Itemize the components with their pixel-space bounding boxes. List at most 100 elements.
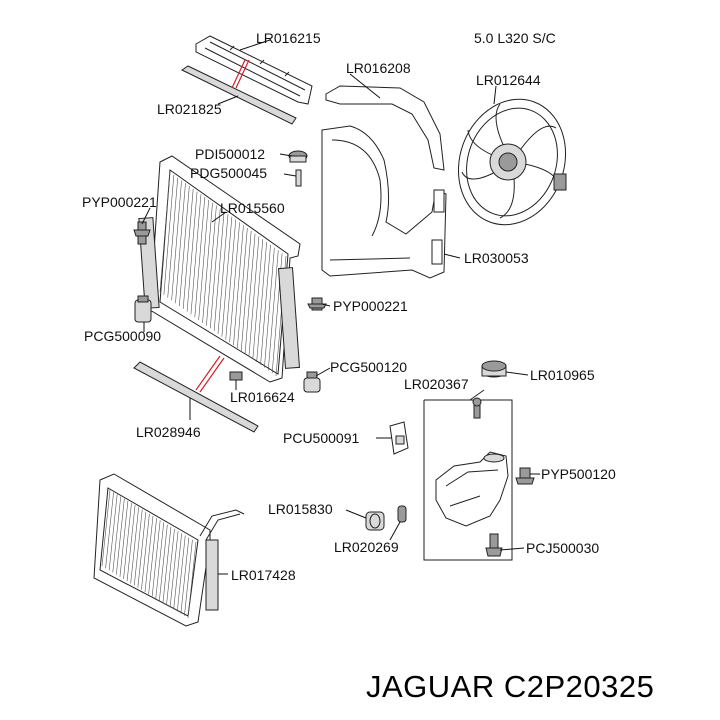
fin-line — [137, 511, 147, 588]
fin-line — [225, 219, 237, 340]
label-lr015560: LR015560 — [220, 200, 285, 216]
fin-line — [159, 524, 168, 601]
fin-line — [116, 498, 125, 575]
seal-strip-part — [180, 65, 297, 125]
tank-group-frame — [423, 389, 513, 561]
tank-bracket-part — [389, 421, 409, 455]
fin-line — [213, 211, 225, 332]
fin-line — [163, 174, 175, 295]
fin-line — [169, 531, 179, 608]
fin-line — [119, 500, 129, 577]
label-lr012644: LR012644 — [476, 72, 541, 88]
pin-top-part — [295, 169, 302, 187]
fin-line — [126, 505, 136, 582]
fin-line — [173, 533, 182, 610]
fin-line — [194, 197, 206, 318]
fin-line — [237, 227, 248, 349]
fin-line — [159, 171, 171, 293]
fin-line — [190, 194, 202, 315]
label-lr028946: LR028946 — [136, 424, 201, 440]
label-pcj500030: PCJ500030 — [526, 540, 599, 556]
fin-line — [133, 509, 143, 586]
condenser-part — [93, 473, 245, 627]
fin-line — [187, 541, 197, 619]
part-title: JAGUAR C2P20325 — [366, 669, 654, 704]
fin-line — [244, 233, 256, 354]
fin-line — [221, 216, 233, 337]
expansion-tank-part — [435, 451, 509, 527]
fin-line — [176, 535, 186, 612]
fin-line — [162, 526, 172, 603]
fin-line — [130, 507, 139, 584]
tank-cap-part — [481, 360, 507, 378]
condenser-fins — [101, 489, 197, 619]
cooling-fan-part — [457, 98, 567, 226]
bolt-left-part — [133, 221, 151, 245]
fin-line — [171, 180, 182, 301]
fin-line — [256, 241, 267, 363]
label-lr020269: LR020269 — [334, 539, 399, 555]
label-lr016215: LR016215 — [256, 30, 321, 46]
label-lr017428: LR017428 — [231, 567, 296, 583]
fin-line — [175, 183, 186, 304]
label-pyp000221-mid: PYP000221 — [333, 298, 408, 314]
radiator-fins — [159, 171, 287, 377]
label-pdi500012: PDI500012 — [195, 146, 265, 162]
fin-line — [267, 250, 279, 371]
fin-line — [229, 222, 240, 343]
fin-line — [209, 208, 221, 329]
label-lr030053: LR030053 — [464, 250, 529, 266]
drain-plug-part — [485, 533, 503, 557]
fin-line — [123, 502, 132, 580]
fin-line — [166, 528, 175, 606]
fin-line — [180, 537, 190, 614]
bolt-tank-part — [515, 467, 535, 485]
fin-line — [260, 244, 271, 365]
fan-shroud-part — [321, 85, 447, 279]
fin-line — [184, 539, 193, 616]
fin-line — [202, 202, 213, 323]
fin-line — [151, 520, 161, 597]
bolt-mid-part — [307, 297, 327, 311]
label-lr021825: LR021825 — [157, 101, 222, 117]
fin-line — [206, 205, 217, 326]
fin-line — [105, 492, 114, 569]
fin-line — [101, 489, 111, 567]
fin-line — [233, 225, 244, 346]
fin-line — [141, 513, 150, 590]
fin-line — [186, 191, 198, 312]
fin-line — [179, 185, 190, 307]
label-pyp000221-left: PYP000221 — [82, 194, 157, 210]
label-lr016624: LR016624 — [230, 389, 295, 405]
label-lr016208: LR016208 — [346, 60, 411, 76]
clip-part — [229, 371, 243, 381]
fin-line — [252, 239, 264, 360]
fin-line — [112, 496, 122, 573]
label-pcg500120: PCG500120 — [330, 359, 407, 375]
sensor-part — [472, 397, 482, 419]
lower-seal-part — [133, 361, 259, 433]
label-lr010965: LR010965 — [530, 367, 595, 383]
label-pcg500090: PCG500090 — [84, 328, 161, 344]
label-lr020367: LR020367 — [404, 376, 469, 392]
fin-line — [264, 247, 275, 368]
model-label: 5.0 L320 S/C — [474, 30, 556, 46]
fin-line — [167, 177, 179, 298]
label-lr015830: LR015830 — [268, 501, 333, 517]
fin-line — [148, 518, 157, 595]
label-pdg500045: PDG500045 — [190, 165, 267, 181]
fin-line — [217, 213, 229, 335]
fin-line — [182, 188, 194, 309]
label-pyp500120: PYP500120 — [541, 466, 616, 482]
fin-line — [155, 522, 165, 599]
bushing-part — [365, 511, 385, 531]
fin-line — [198, 199, 209, 321]
fin-line — [144, 515, 154, 593]
fin-line — [248, 236, 260, 357]
grommet-part — [397, 505, 407, 523]
upper-cover-part — [195, 35, 313, 105]
mount-pad-top-part — [288, 150, 308, 163]
bracket-left-part — [134, 295, 152, 323]
fin-line — [240, 230, 252, 351]
